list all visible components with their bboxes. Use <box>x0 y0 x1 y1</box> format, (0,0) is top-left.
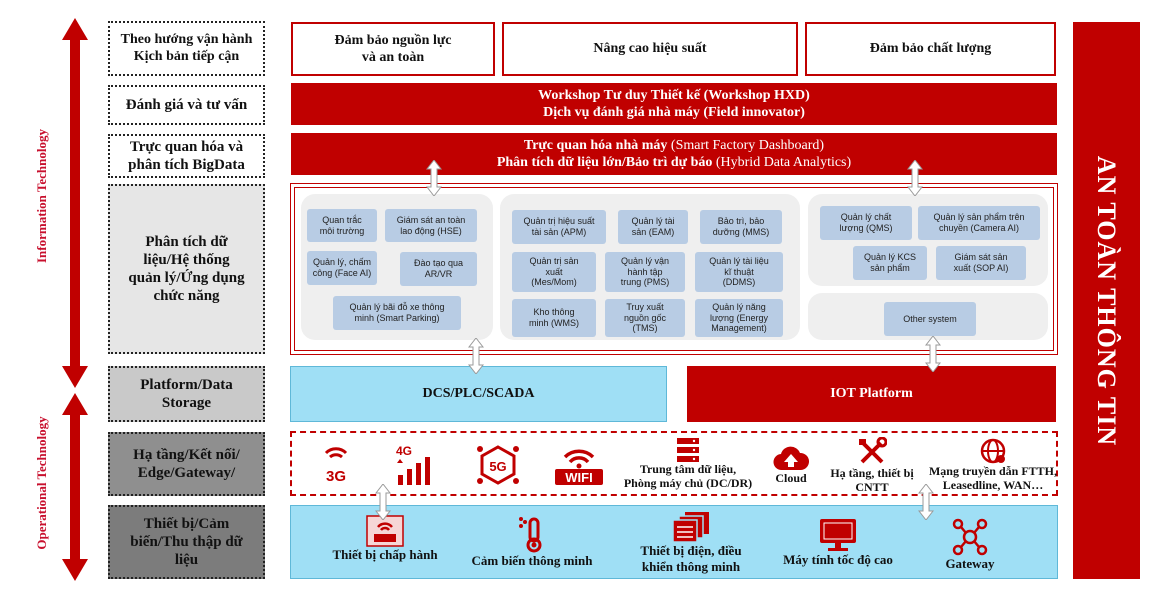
wifi-text: WIFI <box>565 470 592 485</box>
5g-text: 5G <box>489 459 506 474</box>
goal-quality: Đảm bảo chất lượng <box>805 22 1056 76</box>
connector-arrow-right-top <box>907 160 923 196</box>
connector-arrow-iot <box>925 336 941 372</box>
device-operating: Thiết bị chấp hành <box>322 515 448 563</box>
datacenter-label: Trung tâm dữ liệu,Phòng máy chủ (DC/DR) <box>623 462 753 490</box>
cloud-upload-icon <box>773 446 809 471</box>
computer-label: Máy tính tốc độ cao <box>783 552 893 567</box>
information-technology-arrow <box>62 18 88 388</box>
wifi-icon: WIFI <box>555 449 603 485</box>
category-assessment: Đánh giá và tư vấn <box>108 85 265 125</box>
workshop-bar: Workshop Tư duy Thiết kế (Workshop HXD) … <box>291 83 1057 125</box>
electrical-controller-icon <box>672 512 709 543</box>
network-label: Mạng truyền dẫn FTTH,Leasedline, WAN… <box>928 464 1057 492</box>
security-bar <box>1073 22 1140 579</box>
device-computer: Máy tính tốc độ cao <box>774 518 902 568</box>
app-other-system: Other system <box>884 302 976 336</box>
sensor-label: Cảm biến thông minh <box>471 553 593 568</box>
category-applications: Phân tích dữ liệu/Hệ thống quản lý/Ứng d… <box>108 184 265 354</box>
visualization-bar: Trực quan hóa nhà máy (Smart Factory Das… <box>291 133 1057 175</box>
server-rack-icon <box>677 438 699 462</box>
category-devices: Thiết bị/Cảm biến/Thu thập dữ liệu <box>108 505 265 579</box>
infra-wifi: WIFI <box>553 441 605 487</box>
category-infrastructure: Hạ tầng/Kết nối/Edge/Gateway/ <box>108 432 265 496</box>
4g-signal-icon: 4G <box>396 444 430 485</box>
cloud-label: Cloud <box>775 471 807 485</box>
monitor-icon <box>820 519 856 551</box>
infra-5g: 5G <box>474 441 522 487</box>
thermometer-sensor-icon <box>519 517 542 553</box>
iot-platform-box: IOT Platform <box>687 366 1056 422</box>
infra-datacenter: Trung tâm dữ liệu,Phòng máy chủ (DC/DR) <box>624 437 752 491</box>
3g-icon: 3G <box>324 447 348 485</box>
gateway-network-icon <box>952 518 988 556</box>
4g-text: 4G <box>396 444 412 458</box>
applications-frame <box>290 183 1058 355</box>
device-gateway: Gateway <box>934 518 1006 572</box>
goal-performance: Nâng cao hiệu suất <box>502 22 798 76</box>
infra-3g: 3G <box>316 441 356 485</box>
globe-network-icon <box>980 438 1006 464</box>
operating-device-label: Thiết bị chấp hành <box>332 547 438 562</box>
gateway-label: Gateway <box>945 556 995 571</box>
connector-arrow-left-top <box>426 160 442 196</box>
infra-network: Mạng truyền dẫn FTTH,Leasedline, WAN… <box>928 437 1058 493</box>
3g-text: 3G <box>326 468 346 485</box>
operational-technology-label: Operational Technology <box>34 416 49 550</box>
applications-inner-frame <box>294 187 1054 351</box>
device-sensor: Cảm biến thông minh <box>462 515 602 569</box>
router-icon <box>366 515 404 547</box>
information-technology-label: Information Technology <box>34 129 49 263</box>
connector-arrow-devices-left <box>375 484 391 520</box>
infra-cloud: Cloud <box>768 444 814 486</box>
dcs-plc-scada-box: DCS/PLC/SCADA <box>290 366 667 422</box>
security-label: AN TOÀN THÔNG TIN <box>1092 155 1121 447</box>
operational-technology-arrow <box>62 393 88 581</box>
infrastructure-frame <box>290 431 1058 496</box>
connector-arrow-dcs <box>468 338 484 374</box>
connector-arrow-devices-right <box>918 484 934 520</box>
infra-4g: 4G <box>394 441 440 487</box>
5g-icon: 5G <box>477 445 519 485</box>
tools-icon <box>859 437 887 464</box>
